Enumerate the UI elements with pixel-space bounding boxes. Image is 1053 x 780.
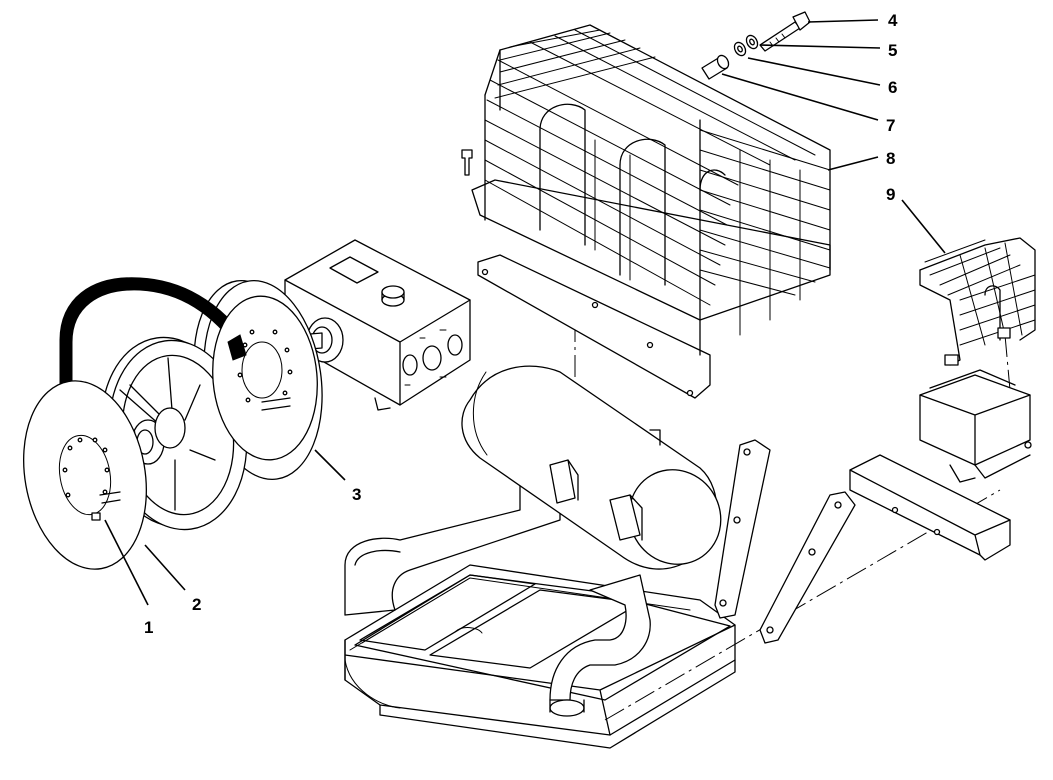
base-frame bbox=[344, 564, 736, 749]
center-line bbox=[1004, 334, 1011, 391]
callout-9: 9 bbox=[886, 185, 895, 204]
callout-8: 8 bbox=[886, 149, 895, 168]
mounting-straps bbox=[714, 439, 856, 644]
large-wire-guard bbox=[461, 24, 831, 399]
gearbox bbox=[284, 239, 471, 411]
cover-plate bbox=[23, 380, 147, 570]
cross-beam bbox=[849, 454, 1011, 561]
callout-labels: 4 5 6 7 8 9 3 2 1 bbox=[144, 11, 898, 637]
rear-plate bbox=[212, 295, 318, 461]
callout-6: 6 bbox=[888, 78, 897, 97]
box-bracket bbox=[919, 369, 1032, 483]
callout-3: 3 bbox=[352, 485, 361, 504]
callout-4: 4 bbox=[888, 11, 898, 30]
callout-5: 5 bbox=[888, 41, 897, 60]
callout-1: 1 bbox=[144, 618, 153, 637]
small-wire-guard bbox=[919, 237, 1036, 366]
callout-2: 2 bbox=[192, 595, 201, 614]
leader-lines bbox=[104, 19, 946, 606]
center-line bbox=[604, 489, 1001, 721]
callout-7: 7 bbox=[886, 116, 895, 135]
muffler bbox=[461, 365, 722, 570]
